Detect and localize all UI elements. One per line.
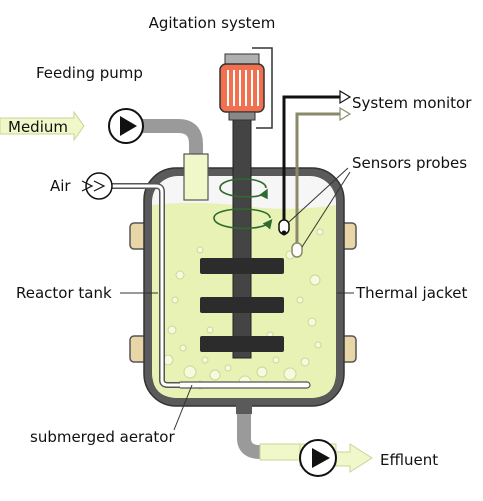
label-reactor-tank: Reactor tank: [16, 284, 112, 302]
submerged-aerator: [177, 381, 311, 389]
label-sensors-probes: Sensors probes: [352, 154, 467, 172]
label-submerged-aerator: submerged aerator: [30, 428, 175, 446]
leader-lines: [120, 167, 354, 431]
sensor-probes: [278, 89, 352, 258]
pump-icon: [108, 108, 144, 144]
label-agitation-system: Agitation system: [149, 14, 276, 32]
label-thermal-jacket: Thermal jacket: [355, 284, 468, 302]
swirl-arrow-icon: [213, 178, 273, 230]
medium-feed-line: [0, 110, 209, 201]
pump-icon: [299, 439, 337, 477]
label-effluent: Effluent: [380, 451, 438, 469]
label-medium: Medium: [8, 118, 68, 136]
agitator: [200, 109, 284, 359]
air-pump-icon: [81, 172, 113, 200]
label-air: Air: [50, 177, 71, 195]
label-system-monitor: System monitor: [352, 94, 472, 112]
label-feeding-pump: Feeding pump: [36, 64, 143, 82]
air-line: [112, 183, 180, 388]
motor-icon: [219, 47, 273, 129]
